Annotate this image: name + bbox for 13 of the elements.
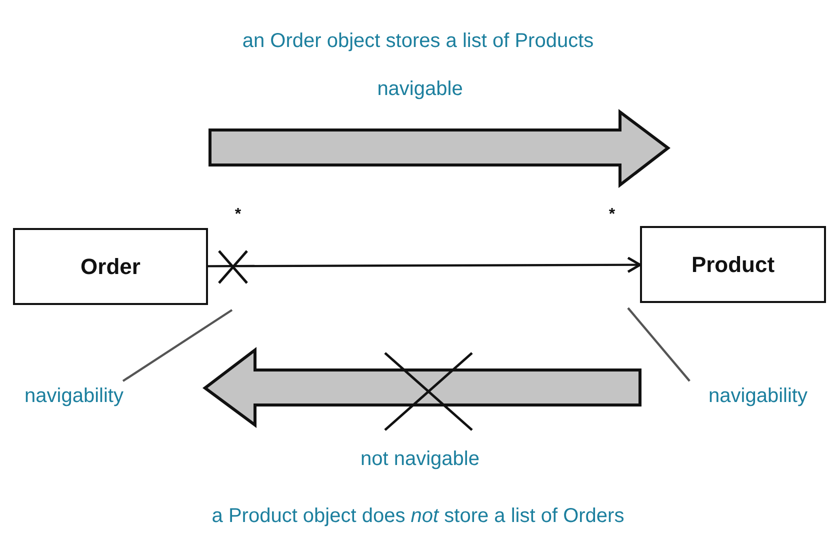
leader-line xyxy=(122,309,233,382)
caption-text: a Product object does not store a list of Orders xyxy=(212,505,624,528)
association-line xyxy=(208,256,642,274)
leader-line xyxy=(627,307,690,382)
arrow-label: not navigable xyxy=(360,448,480,471)
arrow-label: navigable xyxy=(377,78,463,101)
class-box: Order xyxy=(13,228,208,305)
multiplicity-mark: * xyxy=(234,206,242,224)
class-box: Product xyxy=(640,226,826,303)
callout-text: navigability xyxy=(4,381,144,411)
heading-text: an Order object stores a list of Products xyxy=(242,30,594,53)
callout-text: navigability xyxy=(682,381,834,411)
multiplicity-mark: * xyxy=(608,206,616,224)
